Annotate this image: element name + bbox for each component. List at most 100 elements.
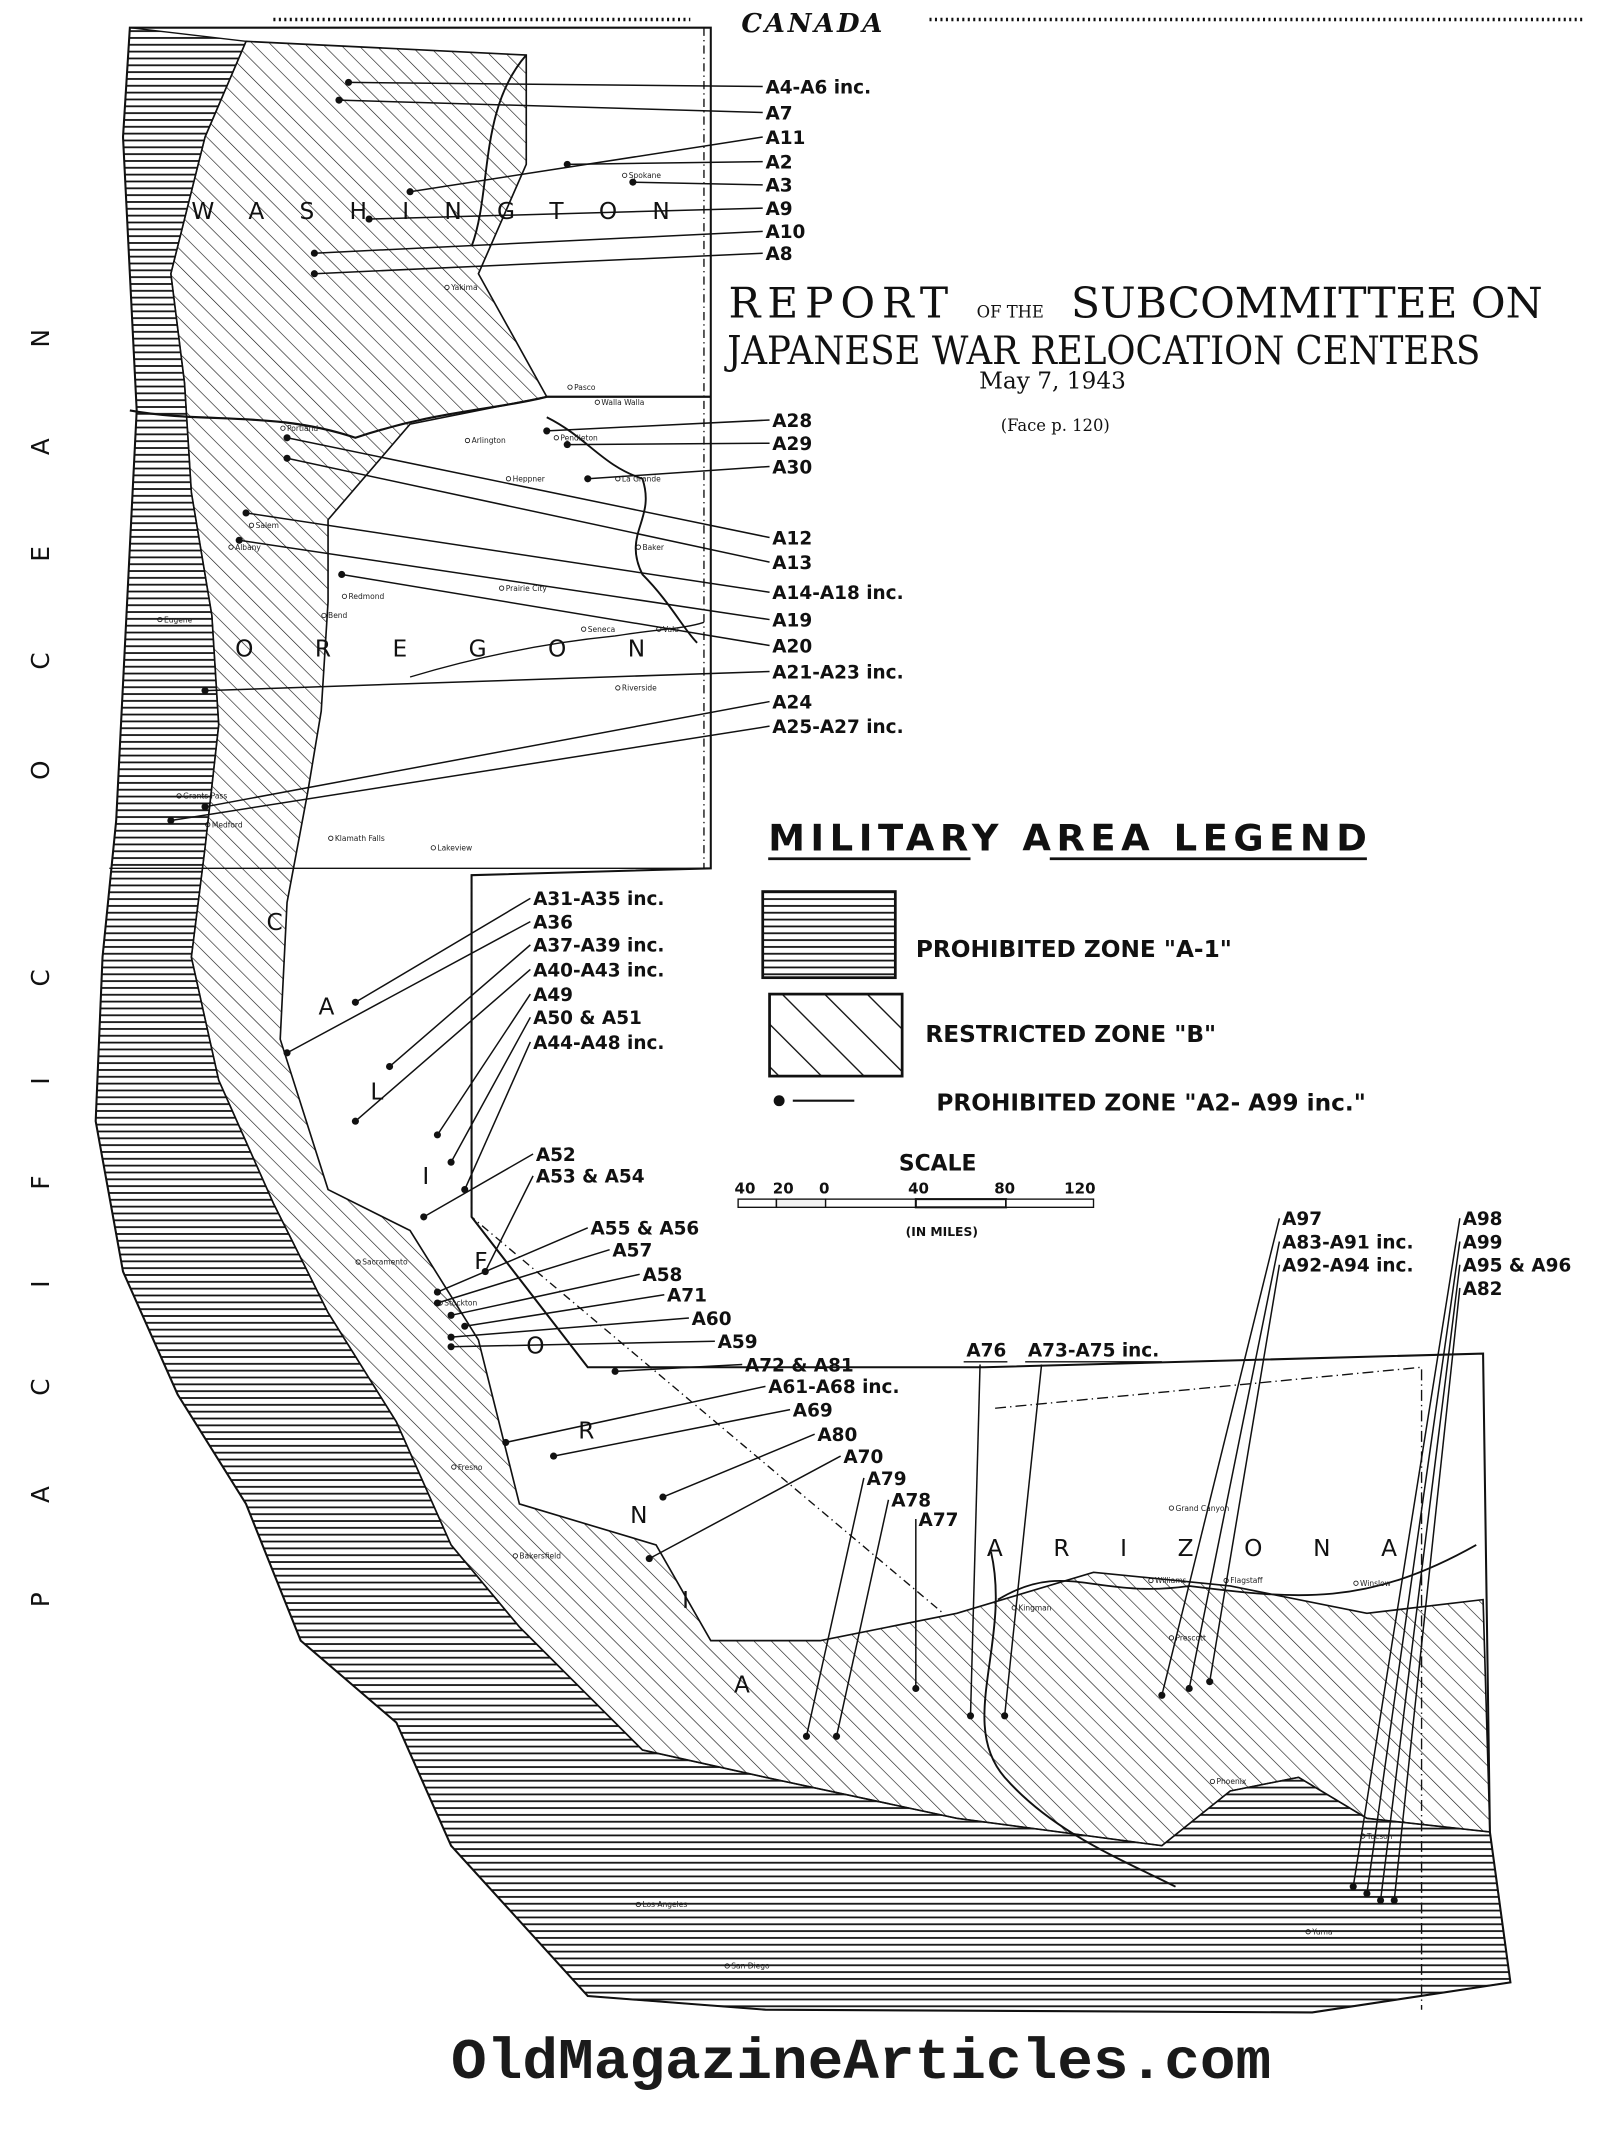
center-dot-icon: [365, 215, 373, 223]
city-marker-icon: [1305, 1929, 1311, 1935]
zone-label: A4-A6 inc.: [765, 77, 871, 98]
leader-line: [1393, 1287, 1461, 1901]
city-marker-icon: [622, 172, 628, 178]
place-name: Williams: [1155, 1576, 1186, 1585]
leader-line: [567, 160, 763, 166]
zone-label: A21-A23 inc.: [772, 662, 903, 683]
center-dot-icon: [420, 1213, 428, 1221]
zone-label: A8: [765, 244, 792, 265]
city-marker-icon: [205, 821, 211, 828]
center-dot-icon: [659, 1493, 667, 1501]
leader-line: [205, 670, 770, 692]
center-dot-icon: [406, 188, 414, 196]
city-marker-icon: [594, 399, 600, 405]
title-report: REPORT: [729, 278, 955, 327]
city-marker-icon: [567, 384, 573, 390]
leader-line: [286, 437, 770, 539]
title-date: May 7, 1943: [979, 368, 1126, 395]
zone-label: A57: [612, 1241, 652, 1262]
place-name: Walla Walla: [601, 398, 644, 407]
center-dot-icon: [461, 1185, 469, 1194]
zone-label: A3: [765, 176, 792, 197]
zone-label: A97: [1282, 1209, 1322, 1230]
zone-label: A95 & A96: [1463, 1256, 1572, 1277]
center-dot-icon: [351, 1117, 359, 1125]
center-dot-icon: [447, 1333, 455, 1341]
zone-label: A73-A75 inc.: [1028, 1340, 1159, 1361]
center-dot-icon: [351, 998, 359, 1006]
place-name: Sacramento: [362, 1258, 408, 1267]
scale-segment: [1005, 1198, 1095, 1209]
leader-line: [546, 419, 770, 432]
zone-label: A60: [692, 1309, 732, 1330]
center-dot-icon: [167, 816, 175, 825]
watermark-footer: OldMagazineArticles.com: [451, 2031, 1271, 2096]
city-marker-icon: [635, 544, 641, 550]
leader-line: [1352, 1218, 1461, 1887]
leader-line: [314, 230, 763, 254]
zone-label: A13: [772, 553, 812, 574]
center-dot-icon: [550, 1452, 558, 1460]
leader-line: [286, 920, 531, 1054]
scale-segment: [737, 1198, 778, 1209]
scale-segment: [824, 1198, 917, 1209]
zone-label: A7: [765, 103, 792, 124]
place-name: Portland: [287, 424, 318, 433]
zone-label: A14-A18 inc.: [772, 583, 903, 604]
place-name: Yakima: [450, 283, 477, 292]
center-dot-icon: [433, 1288, 441, 1296]
place-name: Grand Canyon: [1176, 1504, 1230, 1513]
leader-line: [437, 1227, 589, 1293]
leader-line: [484, 1175, 534, 1272]
center-dot-icon: [201, 687, 209, 695]
leader-line: [505, 1385, 766, 1444]
leader-line: [450, 1273, 640, 1317]
zone-label: A76: [966, 1340, 1006, 1361]
zone-label: A11: [765, 128, 805, 149]
zone-label: A99: [1463, 1232, 1503, 1253]
legend-label-prohibited-a1: PROHIBITED ZONE "A-1": [916, 936, 1232, 963]
report-title: REPORT OF THE SUBCOMMITTEE ON JAPANESE W…: [724, 278, 1543, 434]
scale-title: SCALE: [899, 1151, 977, 1176]
city-marker-icon: [355, 1259, 361, 1265]
scale-unit: (IN MILES): [906, 1225, 978, 1239]
center-dot-icon: [386, 1062, 394, 1071]
place-name: Baker: [642, 543, 664, 552]
leader-line: [648, 1455, 841, 1560]
arizona-label: ARIZONA: [987, 1535, 1397, 1562]
legend-label-restricted-b: RESTRICTED ZONE "B": [925, 1021, 1216, 1048]
place-name: Kingman: [1018, 1604, 1051, 1613]
leader-line: [835, 1499, 890, 1737]
city-marker-icon: [581, 626, 587, 632]
center-dot-icon: [1377, 1896, 1385, 1904]
place-name: Yuma: [1311, 1928, 1332, 1937]
center-dot-icon: [1206, 1678, 1214, 1686]
leader-line: [204, 700, 770, 808]
leader-line: [1379, 1264, 1461, 1901]
leader-line: [436, 993, 531, 1136]
center-dot-icon: [335, 96, 343, 104]
scale-tick-label: 0: [819, 1180, 829, 1198]
zone-leaders: A4-A6 inc.A7A11A2A3A9A10A8A28A29A30A12A1…: [167, 77, 1571, 1904]
zone-label: A49: [533, 985, 573, 1006]
center-dot-icon: [310, 249, 318, 257]
zone-label: A37-A39 inc.: [533, 936, 664, 957]
place-name: Los Angeles: [642, 1900, 687, 1909]
legend-label-prohibited-a2-a99: PROHIBITED ZONE "A2- A99 inc.": [936, 1089, 1366, 1116]
city-marker-icon: [1353, 1580, 1359, 1586]
center-dot-icon: [1349, 1883, 1357, 1891]
center-dot-icon: [802, 1732, 811, 1740]
az-north-border: [995, 1366, 1423, 2010]
place-name: Winslow: [1360, 1579, 1391, 1588]
leader-line: [451, 1317, 689, 1338]
center-dot-icon: [584, 475, 592, 483]
city-marker-icon: [553, 435, 559, 441]
land-zones: [94, 26, 1512, 2014]
zone-label: A20: [772, 636, 812, 657]
city-marker-icon: [635, 1901, 641, 1908]
wa-or-border: [129, 395, 711, 439]
center-dot-icon: [1363, 1889, 1371, 1898]
leader-line: [354, 968, 531, 1122]
